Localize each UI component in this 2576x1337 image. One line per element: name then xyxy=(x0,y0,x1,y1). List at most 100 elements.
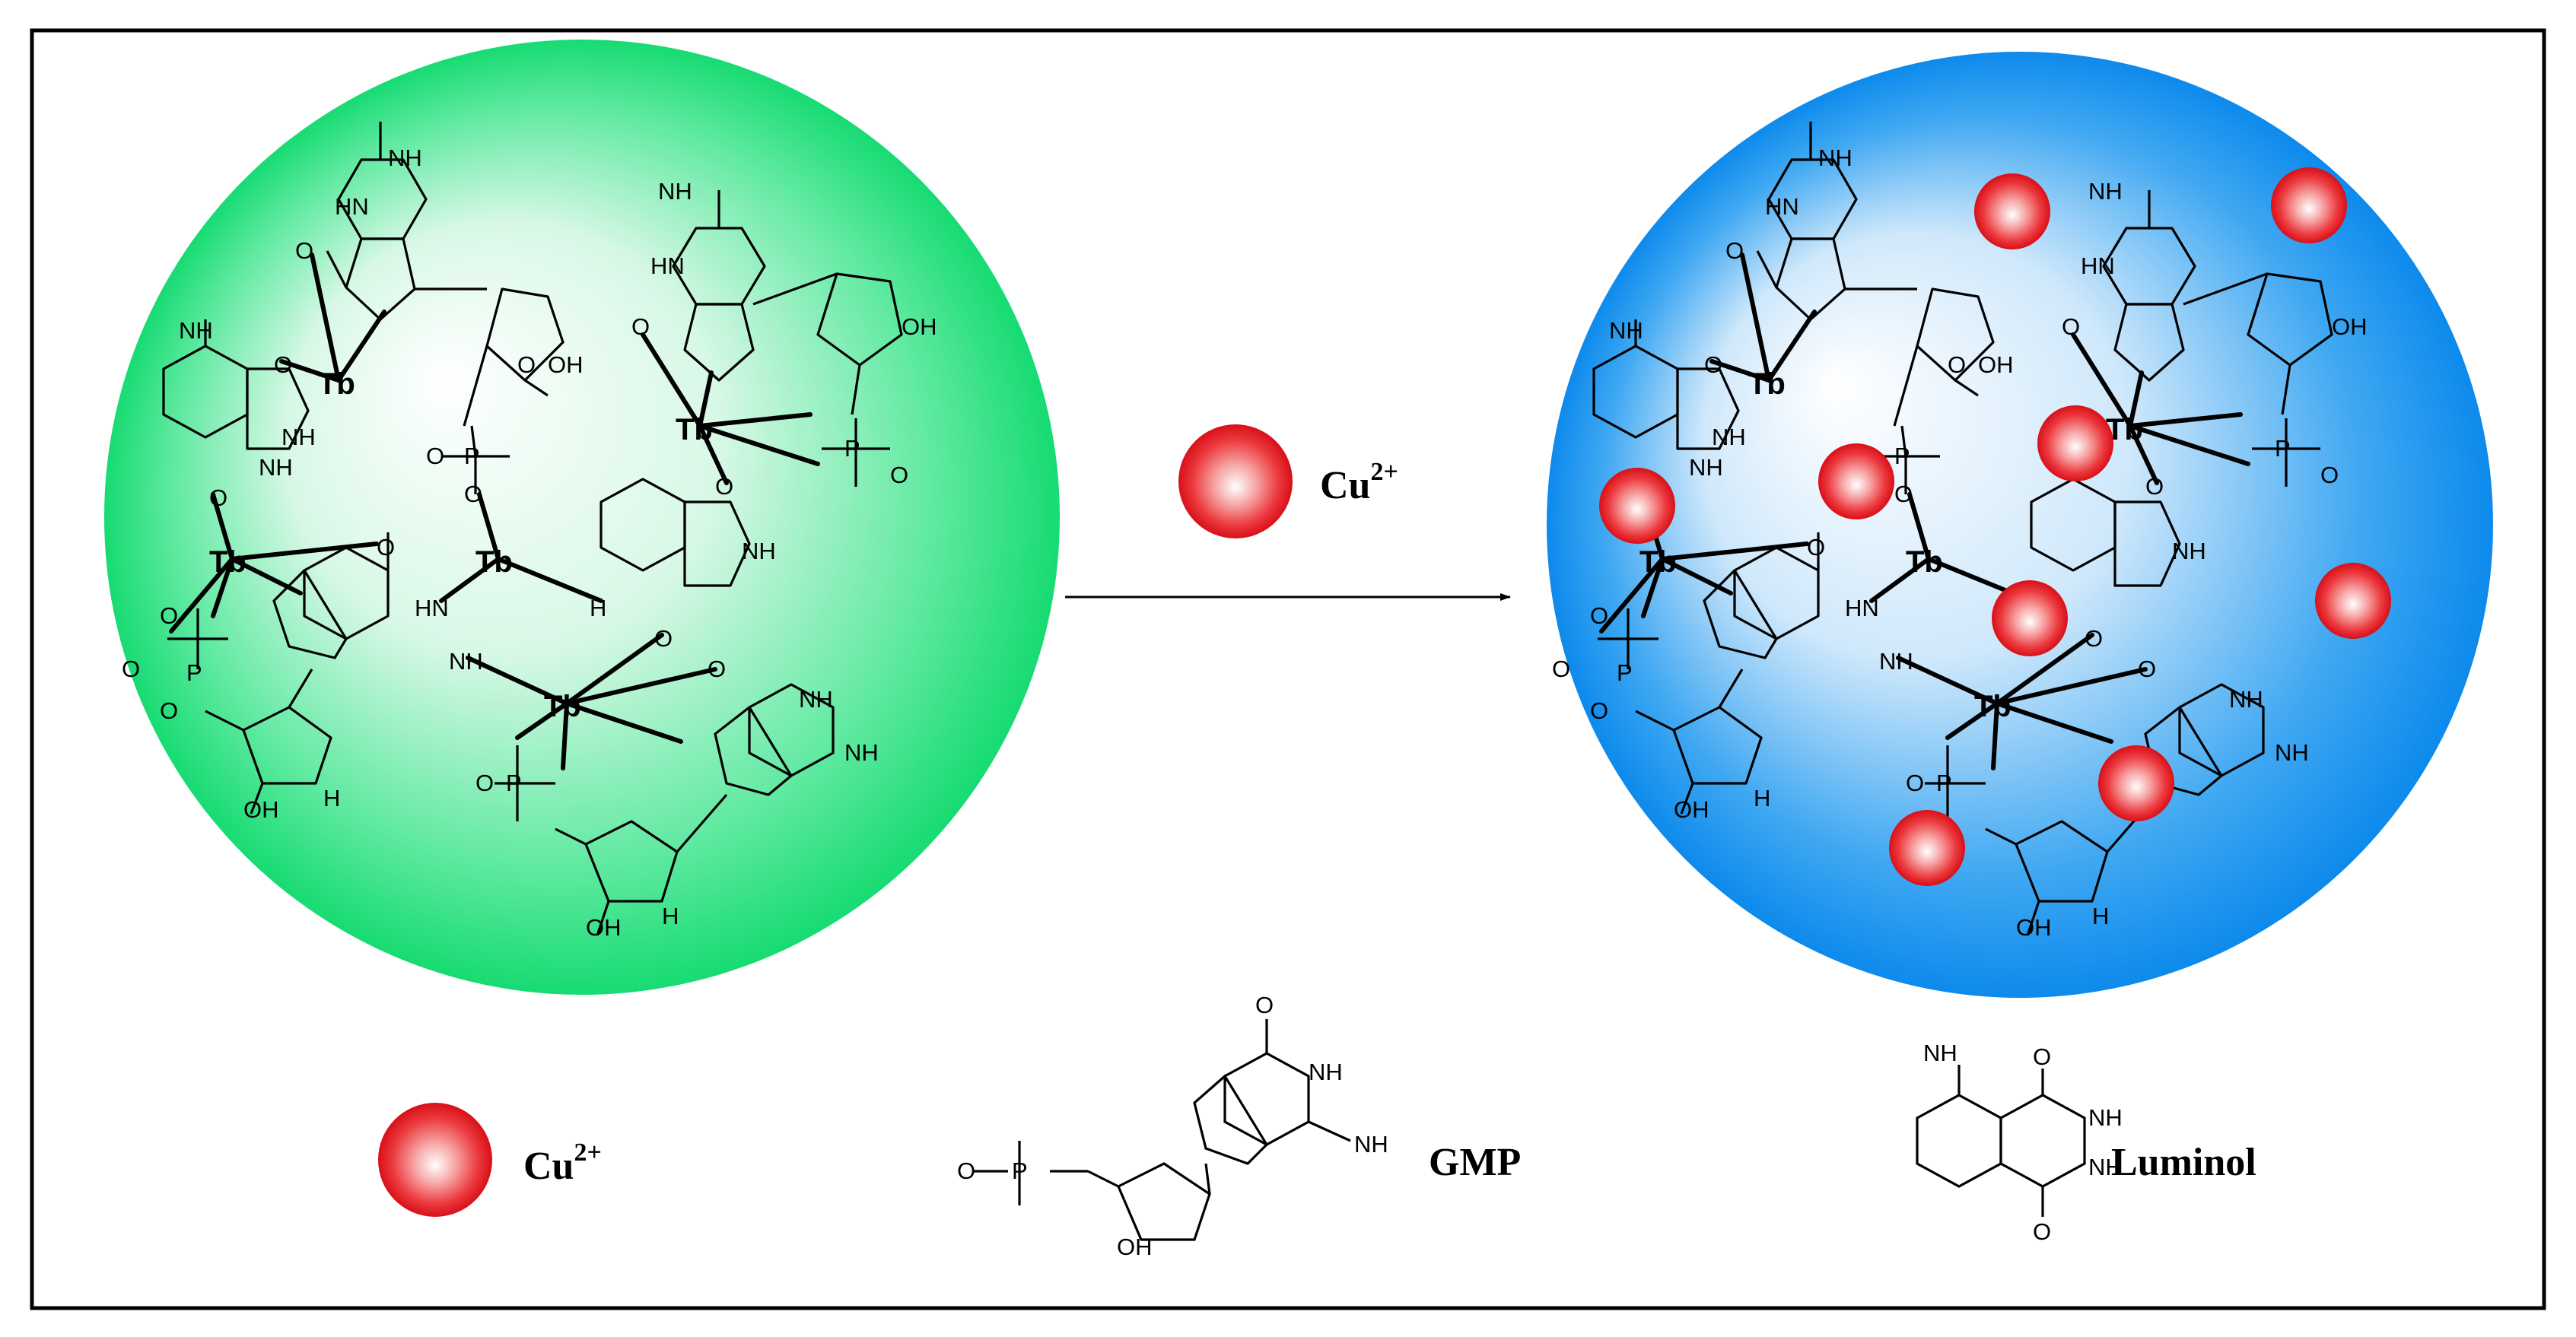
luminol-oxygen: O xyxy=(2033,1043,2051,1070)
hydroxyl-label: OH xyxy=(902,313,937,340)
phosphorus-label: P xyxy=(506,770,522,796)
hydroxyl-label: OH xyxy=(548,351,584,378)
imine-label: HN xyxy=(1845,595,1879,621)
phosphorus-label: P xyxy=(2275,435,2291,462)
oxygen-label: O xyxy=(160,697,178,724)
oxygen-label: O xyxy=(2062,313,2080,340)
imine-label: HN xyxy=(2081,252,2115,279)
oxygen-label: O xyxy=(654,625,673,652)
amine-label: H xyxy=(590,595,606,621)
hydrogen-label: H xyxy=(1754,785,1770,811)
gmp-nh2: NH xyxy=(1354,1131,1388,1158)
oxygen-label: O xyxy=(708,656,726,682)
oxygen-label: O xyxy=(295,237,313,264)
phosphorus-label: P xyxy=(844,435,860,462)
gmp-oxygen: O xyxy=(1255,992,1274,1018)
imine-label: HN xyxy=(650,252,685,279)
phosphate-oxygen-label: O xyxy=(1906,770,1924,796)
copper-ion xyxy=(1992,580,2068,656)
oxygen-label: O xyxy=(2145,473,2164,500)
luminol-nh2: NH xyxy=(1923,1040,1957,1066)
imine-label: NH xyxy=(742,538,776,564)
oxygen-label: O xyxy=(1590,697,1608,724)
copper-quenched-sphere xyxy=(1547,52,2493,998)
right-coordination-network: Tb Tb Tb Tb Tb NH HN O NH O NH NH O O OH… xyxy=(1552,122,2368,941)
legend-copper-label: Cu2+ xyxy=(523,1139,602,1188)
amine-label: NH xyxy=(1609,317,1643,344)
oxygen-label: O xyxy=(1725,237,1744,264)
luminol-structure xyxy=(1916,1065,2086,1217)
phosphorus-label: P xyxy=(186,659,202,686)
oxygen-label: O xyxy=(274,351,292,378)
gmp-phosphate-o: O xyxy=(957,1158,975,1184)
bound-copper-ions xyxy=(1599,167,2391,886)
imine-label: NH xyxy=(259,454,293,481)
phosphate-oxygen-label: O xyxy=(890,462,908,488)
imine-label: HN xyxy=(1765,193,1799,220)
imine-label: HN xyxy=(415,595,449,621)
imine-label: NH xyxy=(2229,686,2263,713)
hydrogen-label: H xyxy=(2092,903,2109,929)
gmp-hydroxyl: OH xyxy=(1117,1234,1153,1260)
tb-atom-label: Tb xyxy=(544,690,581,723)
legend-gmp-label: GMP xyxy=(1429,1141,1521,1184)
tb-atom-label: Tb xyxy=(1906,545,1943,579)
oxygen-label: O xyxy=(2138,656,2156,682)
imine-label: NH xyxy=(1689,454,1723,481)
phosphorus-label: P xyxy=(464,443,480,469)
imine-label: NH xyxy=(1712,424,1746,450)
imine-label: NH xyxy=(281,424,316,450)
amine-label: NH xyxy=(658,178,692,205)
oxygen-label: O xyxy=(377,534,395,561)
copper-ion xyxy=(1599,468,1675,544)
legend-copper-swatch xyxy=(378,1103,492,1217)
oxygen-label: O xyxy=(631,313,650,340)
phosphate-oxygen-label: O xyxy=(122,656,140,682)
tb-atom-label: Tb xyxy=(676,413,713,446)
legend-luminol-label: Luminol xyxy=(2111,1141,2256,1184)
tb-atom-label: Tb xyxy=(475,545,513,579)
copper-ion-reagent xyxy=(1178,424,1293,538)
hydroxyl-label: OH xyxy=(1674,796,1709,823)
gmp-structure xyxy=(974,1019,1351,1241)
legend: Cu2+ O NH NH O P OH GMP NH xyxy=(378,992,2256,1260)
luminol-nh: NH xyxy=(2088,1154,2123,1180)
tb-atom-label: Tb xyxy=(1748,367,1786,401)
oxygen-label: O xyxy=(1704,351,1722,378)
copper-ion xyxy=(1818,443,1894,519)
imine-label: NH xyxy=(2172,538,2206,564)
luminol-oxygen: O xyxy=(2033,1218,2051,1245)
amine-label: NH xyxy=(2275,739,2309,766)
gmp-phosphorus: P xyxy=(1012,1158,1028,1184)
oxygen-label: O xyxy=(715,473,733,500)
hydroxyl-label: OH xyxy=(1978,351,2014,378)
copper-ion xyxy=(1974,173,2050,249)
copper-ion xyxy=(2271,167,2347,243)
phosphorus-label: P xyxy=(1936,770,1952,796)
oxygen-label: O xyxy=(1948,351,1966,378)
oxygen-label: O xyxy=(1807,534,1825,561)
tb-atom-label: Tb xyxy=(209,545,246,579)
oxygen-label: O xyxy=(209,484,227,511)
figure-frame xyxy=(30,28,2546,1310)
phosphate-oxygen-label: O xyxy=(1552,656,1570,682)
reagent-label: Cu2+ xyxy=(1320,458,1398,507)
phosphate-oxygen-label: O xyxy=(1590,602,1608,629)
copper-ion xyxy=(2037,405,2113,481)
phosphate-oxygen-label: O xyxy=(2320,462,2339,488)
amine-label: NH xyxy=(2088,178,2123,205)
oxygen-label: O xyxy=(1894,481,1913,507)
hydroxyl-label: OH xyxy=(586,914,622,941)
phosphate-oxygen-label: O xyxy=(475,770,494,796)
hydroxyl-label: OH xyxy=(2016,914,2052,941)
hydrogen-label: H xyxy=(323,785,340,811)
amine-label: NH xyxy=(1818,144,1852,171)
copper-ion xyxy=(2098,745,2174,821)
oxygen-label: O xyxy=(2085,625,2103,652)
tb-gmp-luminol-sphere xyxy=(104,40,1060,995)
phosphorus-label: P xyxy=(1894,443,1910,469)
phosphate-oxygen-label: O xyxy=(426,443,444,469)
amine-label: NH xyxy=(179,317,213,344)
